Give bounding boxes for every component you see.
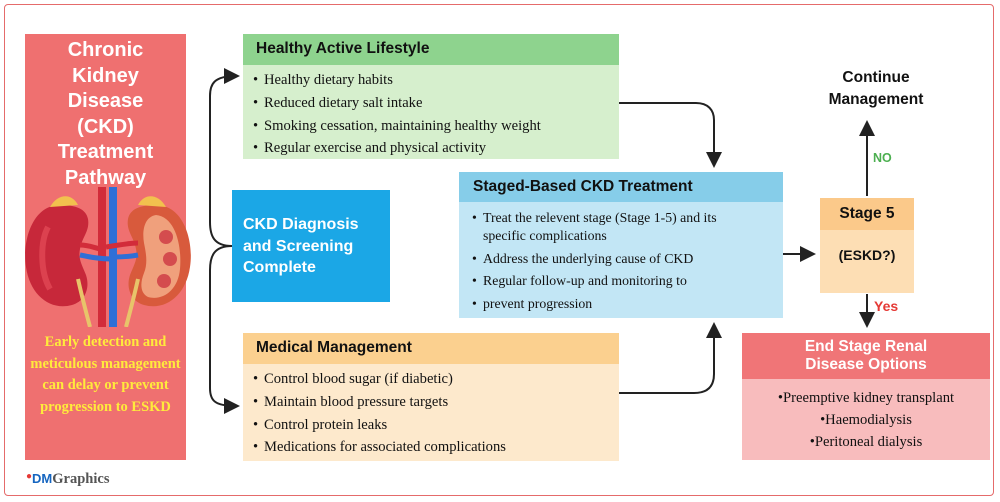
staged-box: Treat the relevent stage (Stage 1-5) and… [459,202,783,318]
left-caption: Early detection and meticulous managemen… [30,334,181,415]
list-item: Haemodialysis [742,409,990,431]
list-item: Control blood sugar (if diabetic) [253,368,619,391]
title-line: Treatment [57,141,154,163]
no-label: NO [873,151,892,165]
diagnosis-line: Complete [243,259,316,276]
medical-box: Control blood sugar (if diabetic) Mainta… [243,364,619,461]
yes-label: Yes [874,298,899,314]
stage5-title: Stage 5 [820,198,914,230]
lifestyle-title: Healthy Active Lifestyle [243,34,619,65]
eskd-title: End Stage Renal Disease Options [742,333,990,379]
watermark-logo: ●DMGraphics [26,471,109,488]
diagnosis-line: CKD Diagnosis [243,216,359,233]
list-item: Medications for associated complications [253,436,619,459]
list-item: Maintain blood pressure targets [253,391,619,414]
diagnosis-line: and Screening [243,237,354,255]
title-line: Chronic [67,39,144,61]
arrow-diagnosis-to-medical [209,245,240,414]
list-item: Control protein leaks [253,414,619,437]
list-item: Treat the relevent stage (Stage 1-5) and… [472,207,783,230]
arrow-medical-to-staged [619,322,722,394]
list-item: Healthy dietary habits [253,69,619,92]
title-line: (CKD) [77,115,134,138]
lifestyle-list: Healthy dietary habits Reduced dietary s… [253,69,619,160]
eskd-title-line: Disease Options [805,356,927,373]
list-item: Address the underlying cause of CKD [472,248,783,271]
staged-title: Staged-Based CKD Treatment [459,172,783,202]
lifestyle-box: Healthy dietary habits Reduced dietary s… [243,65,619,160]
eskd-options-list: Preemptive kidney transplant Haemodialys… [742,387,990,453]
watermark-dot-icon: ● [26,471,33,482]
list-item: prevent progression [472,293,783,316]
eskd-title-line: End Stage Renal [804,338,928,355]
title-line: Pathway [64,166,147,189]
list-item: Preemptive kidney transplant [742,387,990,409]
staged-list: Treat the relevent stage (Stage 1-5) and… [472,207,783,316]
list-item: Smoking cessation, maintaining healthy w… [253,115,619,138]
list-item: Reduced dietary salt intake [253,92,619,115]
kidney-illustration-icon [25,187,191,327]
list-item: Regular exercise and physical activity [253,137,619,160]
list-item: Regular follow-up and monitoring to [472,270,783,293]
title-line: Kidney [72,64,139,87]
continue-line: Management [828,90,924,108]
stage5-label: (ESKD?) [838,247,896,263]
medical-title: Medical Management [243,333,619,364]
continue-line: Continue [842,69,910,86]
pathway-title: Chronic Kidney Disease (CKD) Treatment P… [25,38,186,191]
title-line: Disease [67,90,144,112]
arrow-lifestyle-to-staged [619,102,722,168]
watermark-prefix: DM [32,471,53,486]
outer-frame [4,4,994,496]
arrow-diagnosis-to-lifestyle [209,68,240,247]
medical-list: Control blood sugar (if diabetic) Mainta… [253,368,619,459]
continue-management-label: Continue Management [800,67,952,110]
list-item-continued: specific complications [483,227,607,243]
watermark-suffix: Graphics [52,471,110,487]
list-item: Peritoneal dialysis [742,431,990,453]
diagnosis-box: CKD Diagnosis and Screening Complete [232,190,390,302]
